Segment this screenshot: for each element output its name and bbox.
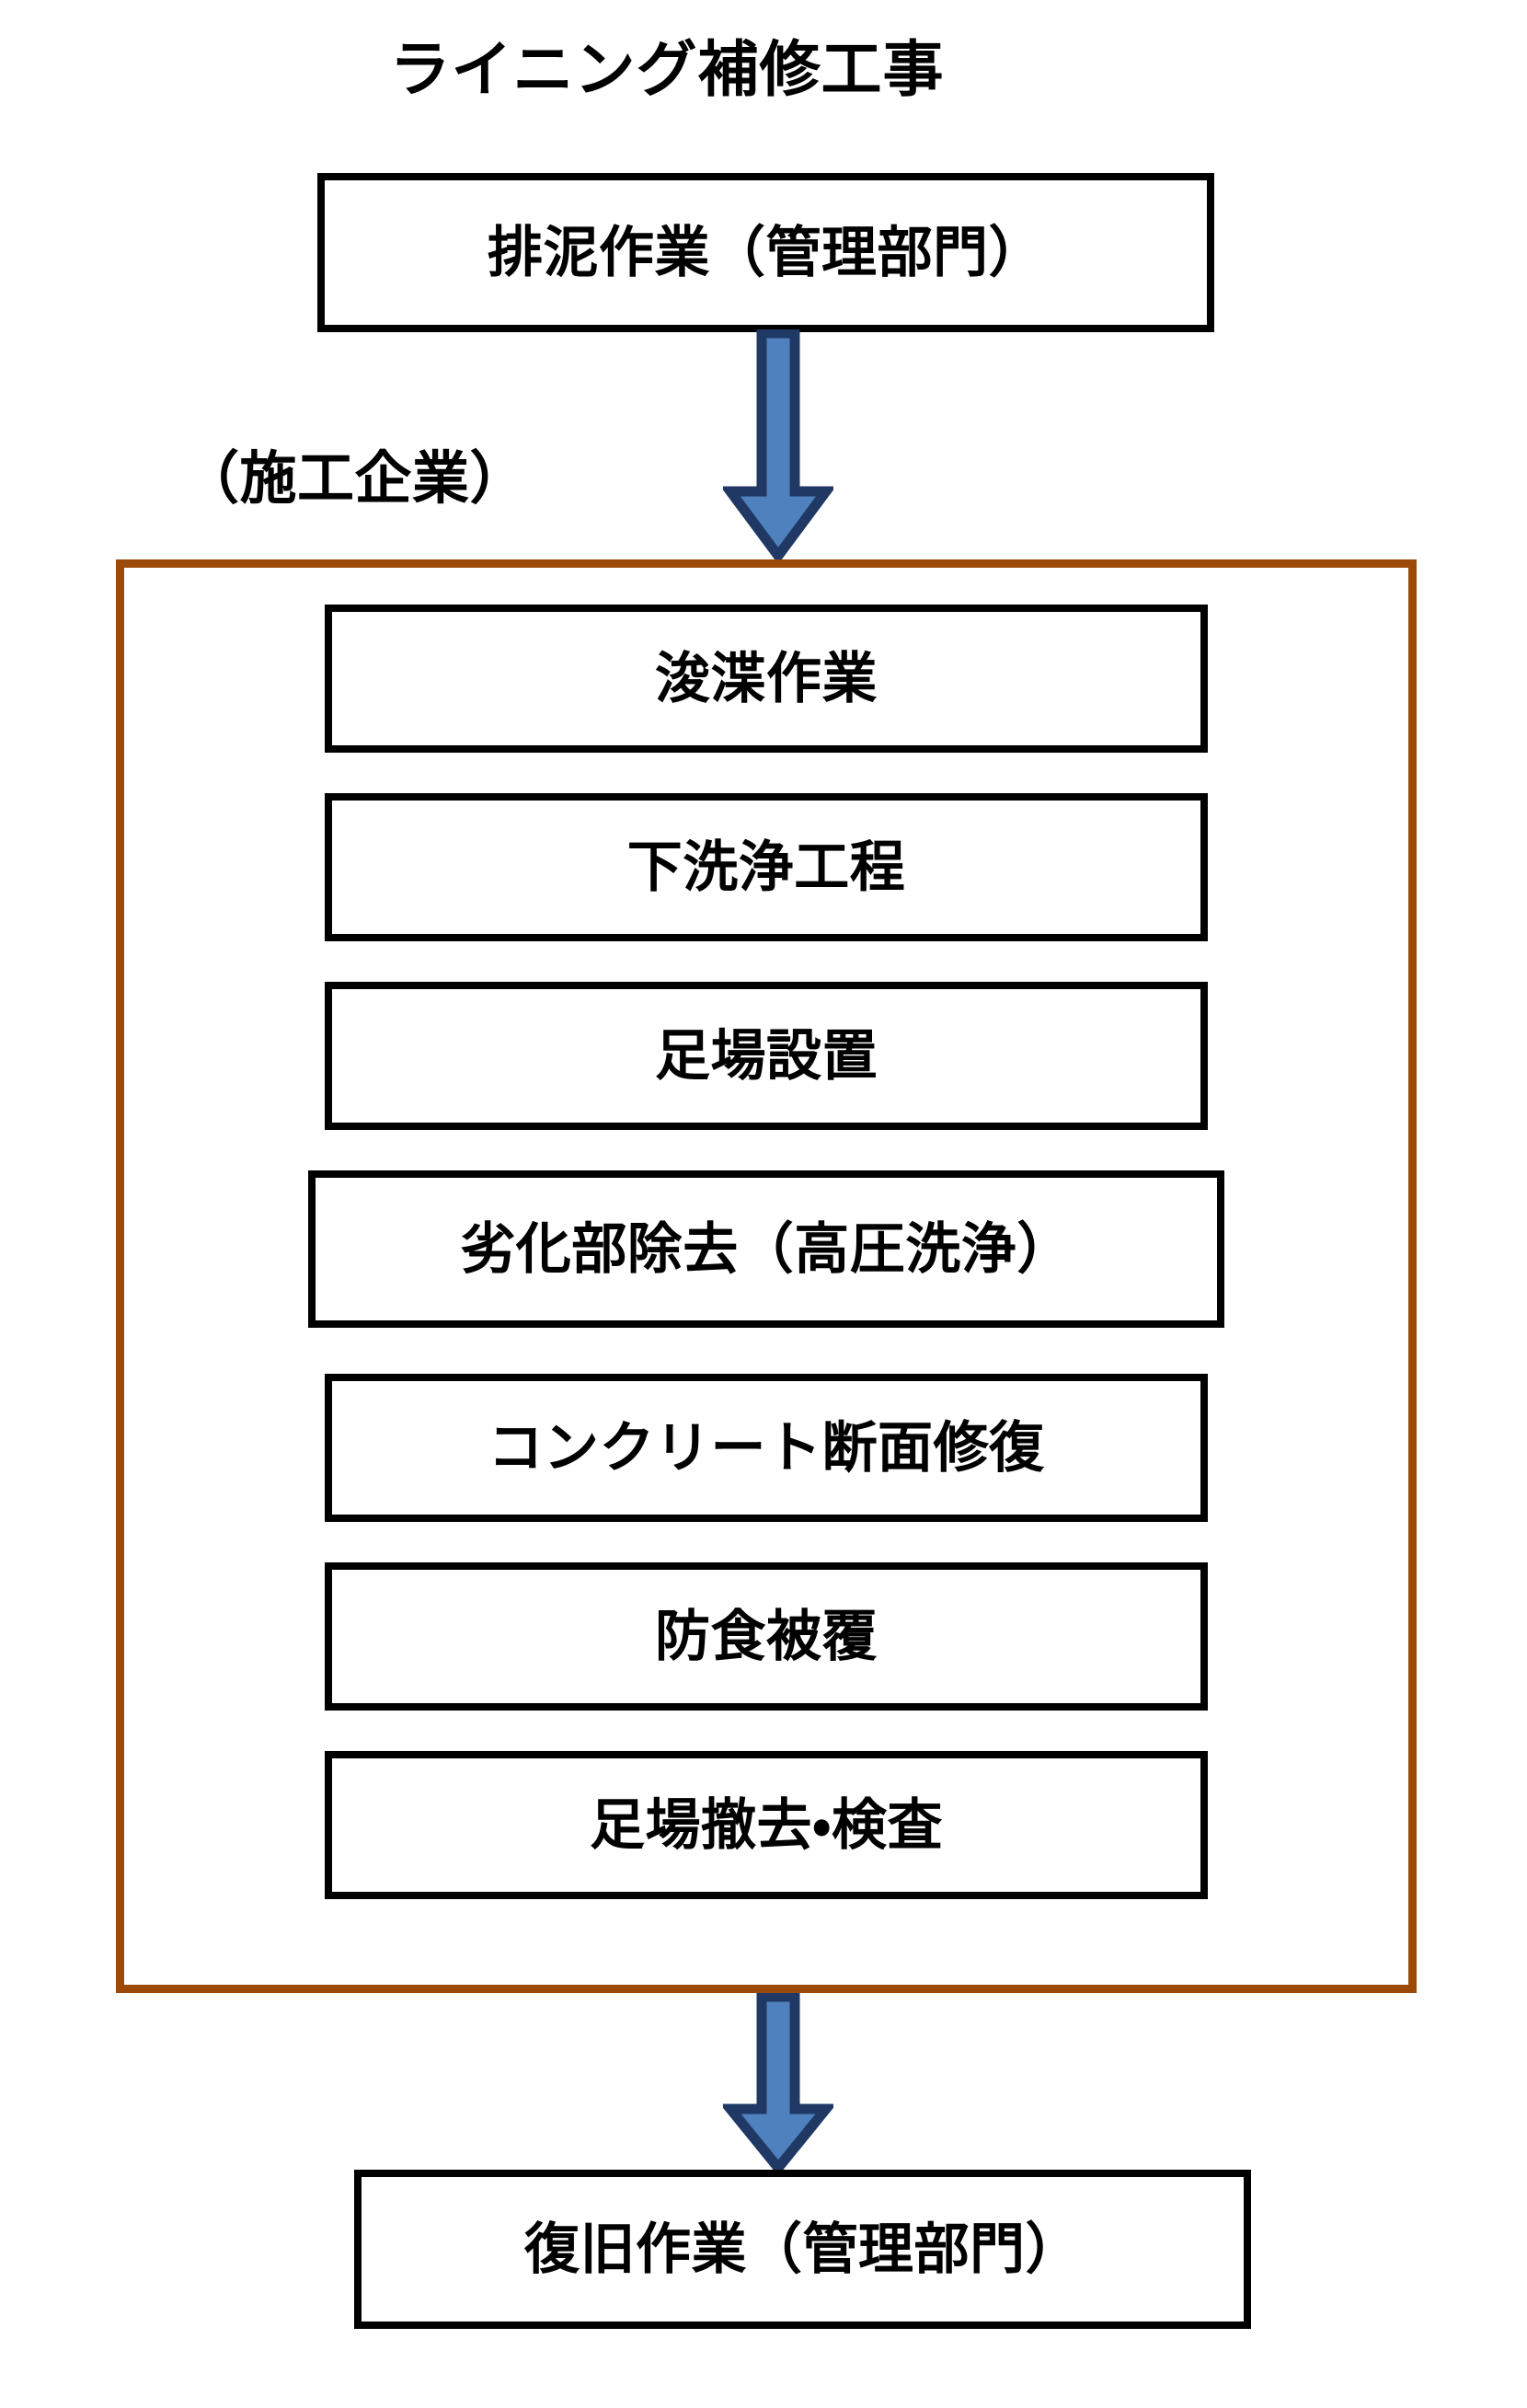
chart-title: ライニング補修工事 (389, 35, 945, 103)
step-label: 足場撤去・検査 (590, 1794, 943, 1856)
down-arrow-icon (723, 1993, 833, 2172)
process-node-haidei-sagyou[interactable]: 排泥作業（管理部門） (317, 173, 1214, 332)
step-box-6[interactable]: 防食被覆 (325, 1562, 1208, 1711)
process-node-fukkyuu-sagyou[interactable]: 復旧作業（管理部門） (354, 2170, 1251, 2329)
process-node-label: 復旧作業（管理部門） (524, 2218, 1081, 2280)
step-label: 足場設置 (655, 1025, 878, 1087)
group-label-sekou-kigyou: （施工企業） (182, 447, 528, 511)
step-box-5[interactable]: コンクリート断面修復 (325, 1374, 1208, 1522)
step-box-4[interactable]: 劣化部除去（高圧洗浄） (308, 1170, 1224, 1328)
contractor-group-container: 浚渫作業 下洗浄工程 足場設置 劣化部除去（高圧洗浄） コンクリート断面修復 防… (116, 559, 1417, 1993)
step-label: 防食被覆 (655, 1606, 878, 1667)
step-box-2[interactable]: 下洗浄工程 (325, 793, 1208, 941)
step-label: 浚渫作業 (655, 648, 878, 709)
step-label: 下洗浄工程 (626, 836, 906, 898)
step-label: コンクリート断面修復 (488, 1417, 1045, 1479)
down-arrow-icon (723, 329, 833, 561)
step-box-7[interactable]: 足場撤去・検査 (325, 1751, 1208, 1899)
step-box-3[interactable]: 足場設置 (325, 982, 1208, 1130)
process-node-label: 排泥作業（管理部門） (488, 222, 1044, 283)
step-box-1[interactable]: 浚渫作業 (325, 605, 1208, 753)
step-label: 劣化部除去（高圧洗浄） (460, 1218, 1073, 1280)
